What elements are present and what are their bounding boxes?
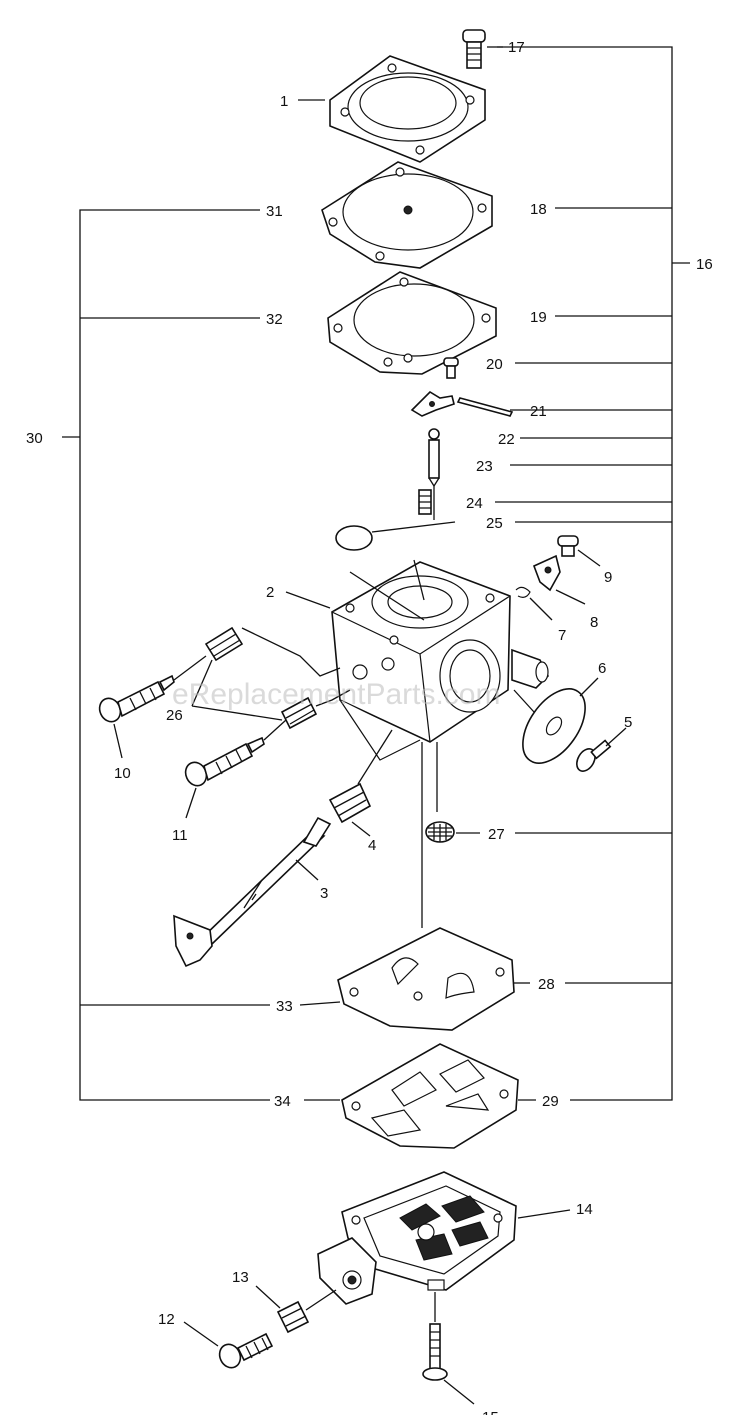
leader-12 [183, 1321, 219, 1347]
label-19: 19 [530, 309, 547, 326]
pin-21 [456, 397, 514, 417]
lever-22 [410, 390, 455, 417]
gasket-19 [327, 271, 497, 375]
spring-24 [418, 489, 432, 515]
label-12: 12 [158, 1311, 175, 1328]
label-4: 4 [368, 837, 376, 854]
label-6: 6 [598, 660, 606, 677]
callout-labels: 1 2 3 4 5 6 7 8 9 10 11 12 13 14 15 16 1… [26, 39, 713, 1415]
needle-23 [428, 428, 440, 520]
screw-9 [557, 535, 579, 557]
leader-10 [113, 723, 123, 759]
diaphragm-18 [321, 161, 493, 269]
clip-7 [515, 586, 531, 598]
leader-8 [555, 589, 586, 605]
leader-26 [191, 659, 283, 721]
leader-15 [443, 1379, 475, 1405]
spring-4 [328, 782, 372, 824]
screw-17 [462, 29, 486, 69]
gasket-29 [341, 1043, 519, 1149]
spring-26-upper [204, 626, 244, 662]
pump-cover-14 [317, 1171, 517, 1305]
label-7: 7 [558, 627, 566, 644]
label-17: 17 [508, 39, 525, 56]
label-26: 26 [166, 707, 183, 724]
guide-13 [305, 1289, 337, 1311]
leader-11 [185, 787, 197, 819]
label-33: 33 [276, 998, 293, 1015]
bracket-16 [495, 46, 690, 1101]
leader-7 [529, 597, 553, 621]
label-1: 1 [280, 93, 288, 110]
label-27: 27 [488, 826, 505, 843]
label-18: 18 [530, 201, 547, 218]
label-21: 21 [530, 403, 547, 420]
label-5: 5 [624, 714, 632, 731]
label-11: 11 [172, 827, 188, 844]
leader-5 [605, 727, 627, 747]
needle-11 [184, 736, 265, 787]
label-8: 8 [590, 614, 598, 631]
screw-5 [576, 739, 612, 772]
label-34: 34 [274, 1093, 291, 1110]
guide-6 [513, 689, 535, 713]
watermark-text: eReplacementParts.com [172, 678, 500, 711]
guide-10 [173, 655, 207, 681]
leader-25 [371, 521, 456, 533]
guide-26-upper [241, 627, 341, 677]
label-14: 14 [576, 1201, 593, 1218]
gasket-28 [337, 927, 515, 1031]
guide-11 [263, 719, 287, 741]
label-23: 23 [476, 458, 493, 475]
lever-8 [532, 554, 561, 592]
label-30: 30 [26, 430, 43, 447]
leader-14 [517, 1209, 571, 1219]
screw-20 [443, 357, 459, 379]
leader-33 [299, 1001, 341, 1006]
leader-13 [255, 1285, 281, 1309]
bracket-30 [62, 209, 270, 1101]
label-10: 10 [114, 765, 131, 782]
cover-plate-1 [329, 55, 486, 163]
label-31: 31 [266, 203, 283, 220]
spring-13 [276, 1300, 310, 1334]
screw-15 [422, 1323, 448, 1381]
screw-12 [218, 1332, 274, 1369]
leader-6 [579, 677, 599, 697]
label-24: 24 [466, 495, 483, 512]
needle-10 [98, 674, 175, 723]
spring-26-lower [280, 696, 318, 730]
label-3: 3 [320, 885, 328, 902]
shaft-3 [173, 816, 332, 968]
carburetor-body-2 [331, 561, 549, 761]
leader-9 [577, 549, 601, 567]
disc-6 [522, 688, 586, 764]
leader-4 [351, 821, 371, 837]
filter-27 [425, 821, 455, 843]
leader-3 [295, 859, 319, 881]
label-29: 29 [542, 1093, 559, 1110]
guide-4 [357, 729, 393, 785]
label-13: 13 [232, 1269, 249, 1286]
label-22: 22 [498, 431, 515, 448]
label-28: 28 [538, 976, 555, 993]
body-guide-lines [349, 559, 425, 621]
leader-2 [285, 591, 331, 609]
label-2: 2 [266, 584, 274, 601]
label-16: 16 [696, 256, 713, 273]
label-15: 15 [482, 1409, 499, 1415]
guide-26-lower [315, 689, 351, 707]
label-9: 9 [604, 569, 612, 586]
plug-25 [335, 525, 373, 551]
label-25: 25 [486, 515, 503, 532]
label-20: 20 [486, 356, 503, 373]
label-32: 32 [266, 311, 283, 328]
